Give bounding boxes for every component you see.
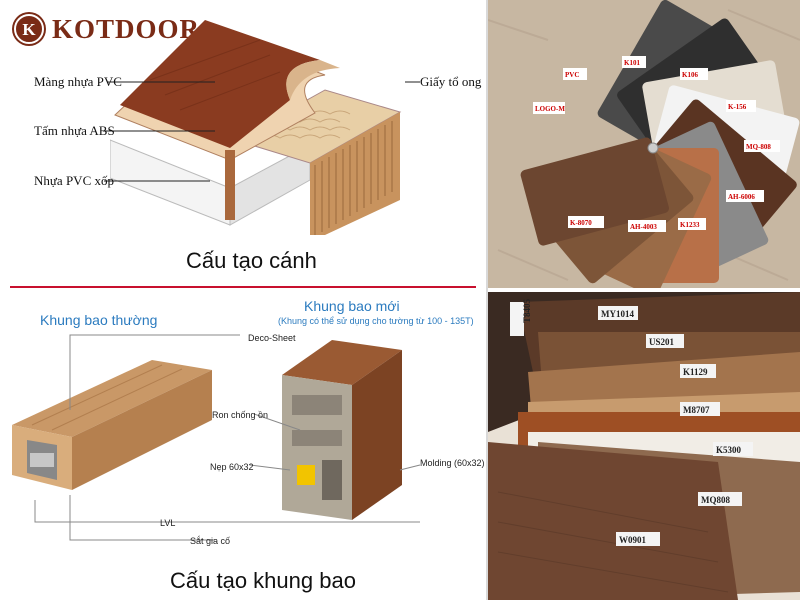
new-frame-title: Khung bao mới: [304, 298, 400, 314]
new-frame-subtitle: (Khung có thể sử dụng cho tường từ 100 -…: [278, 316, 474, 326]
svg-text:PVC: PVC: [565, 71, 579, 79]
svg-text:K5300: K5300: [716, 445, 742, 455]
svg-text:K-156: K-156: [728, 103, 747, 111]
swatch-photos: LOGO-M PVC K101 K106 K-156 MQ-808 AH-600…: [488, 0, 800, 600]
section-divider: [10, 286, 476, 288]
svg-text:US201: US201: [649, 337, 675, 347]
label-deco-sheet: Deco-Sheet: [248, 333, 296, 343]
panel-caption: Cấu tạo cánh: [186, 248, 317, 273]
svg-text:K-8070: K-8070: [570, 219, 592, 227]
svg-text:K: K: [22, 20, 36, 39]
svg-text:LOGO-M: LOGO-M: [535, 105, 565, 113]
standard-frame-title: Khung bao thường: [40, 312, 158, 328]
label-foam-pvc: Nhựa PVC xốp: [34, 173, 114, 188]
swatch-fan-photo: LOGO-M PVC K101 K106 K-156 MQ-808 AH-600…: [488, 0, 800, 288]
svg-text:M8707: M8707: [683, 405, 710, 415]
frame-leader-lines: [34, 334, 421, 541]
frame-caption: Cấu tạo khung bao: [170, 568, 356, 593]
svg-text:AH-6006: AH-6006: [728, 193, 755, 201]
svg-text:T8405: T8405: [522, 298, 532, 323]
svg-text:K106: K106: [682, 71, 698, 79]
standard-frame-illustration: [12, 360, 212, 490]
logo-mark-icon: K: [12, 12, 46, 46]
label-gasket: Ron chống ồn: [212, 410, 269, 420]
svg-text:K1233: K1233: [680, 221, 700, 229]
svg-text:MQ808: MQ808: [701, 495, 730, 505]
vertical-divider: [486, 0, 488, 600]
svg-text:W0901: W0901: [619, 535, 647, 545]
svg-text:K101: K101: [624, 59, 640, 67]
svg-text:AH-4003: AH-4003: [630, 223, 657, 231]
label-abs-sheet: Tấm nhựa ABS: [34, 123, 115, 138]
svg-text:K1129: K1129: [683, 367, 708, 377]
label-steel: Sắt gia cố: [190, 536, 231, 546]
panel-leader-lines: [103, 81, 420, 182]
door-panel-illustration: [110, 20, 402, 235]
label-molding: Molding (60x32): [420, 458, 485, 468]
swatch-stack-photo: T8405 MY1014 US201 K1129 M8707 K5300 MQ8…: [488, 292, 800, 600]
brand-logo: K KOTDOOR: [12, 12, 200, 46]
new-frame-illustration: [282, 340, 402, 520]
label-trim: Nẹp 60x32: [210, 462, 254, 472]
svg-text:MY1014: MY1014: [601, 309, 634, 319]
brand-name: KOTDOOR: [52, 13, 201, 44]
photo-gap: [488, 288, 800, 292]
structure-panel: K KOTDOOR: [10, 12, 485, 593]
svg-text:MQ-808: MQ-808: [746, 143, 771, 151]
label-honeycomb: Giấy tổ ong: [420, 74, 482, 89]
label-pvc-film: Màng nhựa PVC: [34, 74, 122, 89]
label-lvl: LVL: [160, 518, 176, 528]
